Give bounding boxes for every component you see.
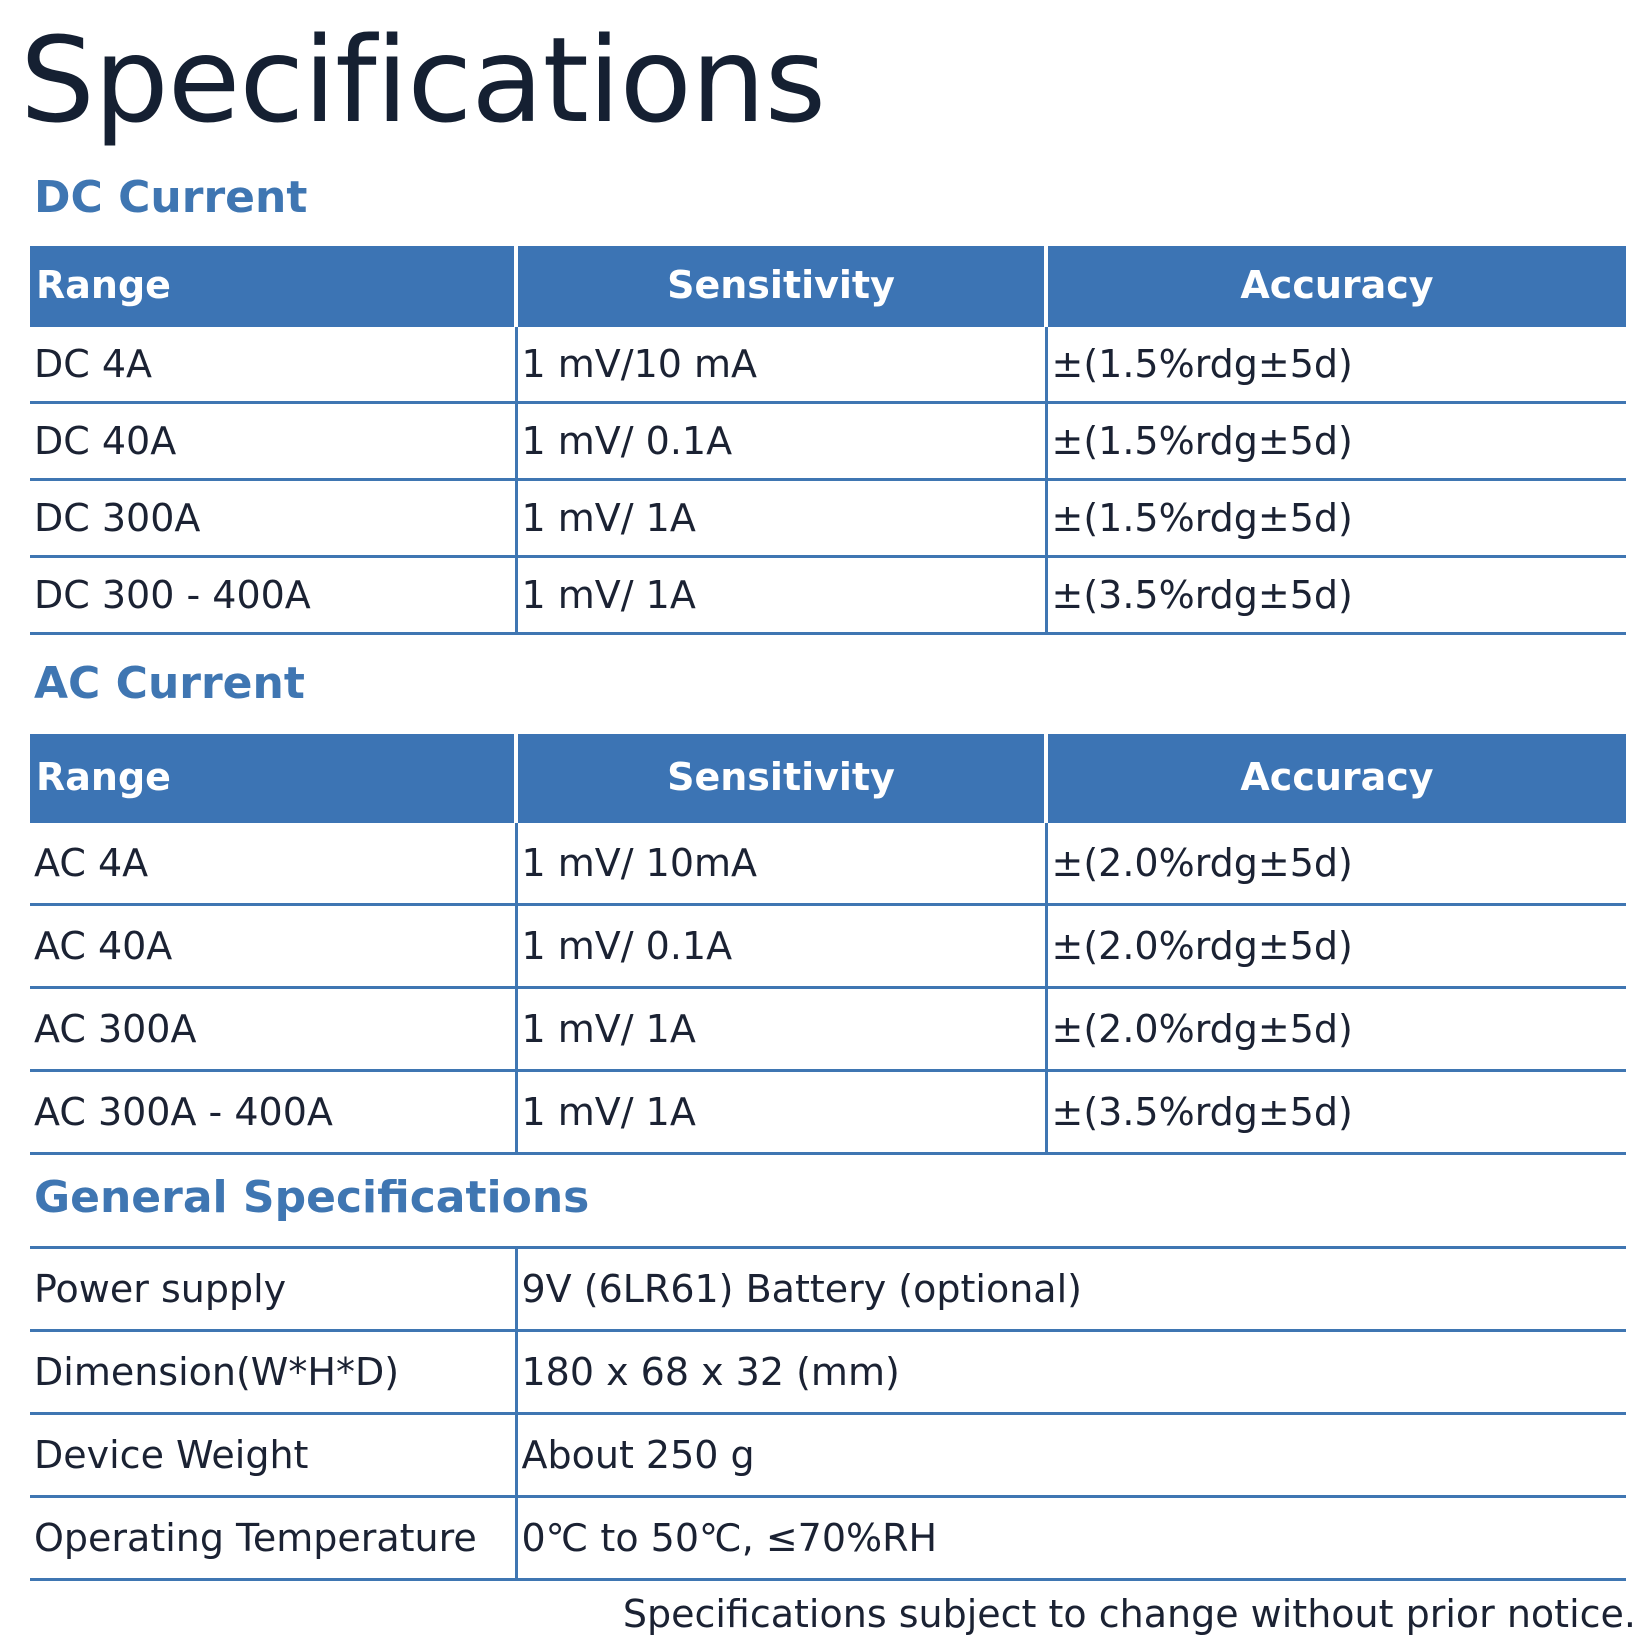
range-cell: DC 40A [30, 402, 516, 481]
table-row: Power supply 9V (6LR61) Battery (optiona… [30, 1247, 1626, 1332]
header-accuracy: Accuracy [1044, 734, 1626, 823]
table-header-row: Range Sensitivity Accuracy [30, 734, 1626, 823]
table-row: DC 300 - 400A 1 mV/ 1A ±(3.5%rdg±5d) [30, 556, 1626, 635]
sensitivity-cell: 1 mV/ 0.1A [514, 904, 1046, 989]
sensitivity-cell: 1 mV/ 1A [514, 479, 1046, 558]
table-row: Dimension(W*H*D) 180 x 68 x 32 (mm) [30, 1330, 1626, 1415]
dc-current-heading: DC Current [34, 172, 308, 223]
header-sensitivity: Sensitivity [514, 734, 1046, 823]
table-row: DC 300A 1 mV/ 1A ±(1.5%rdg±5d) [30, 479, 1626, 558]
header-sensitivity: Sensitivity [514, 246, 1046, 327]
sensitivity-cell: 1 mV/ 1A [514, 556, 1046, 635]
range-cell: AC 4A [30, 821, 516, 906]
sensitivity-cell: 1 mV/10 mA [514, 325, 1046, 404]
table-row: AC 4A 1 mV/ 10mA ±(2.0%rdg±5d) [30, 821, 1626, 906]
accuracy-cell: ±(1.5%rdg±5d) [1044, 325, 1626, 404]
table-row: Device Weight About 250 g [30, 1413, 1626, 1498]
range-cell: DC 4A [30, 325, 516, 404]
sensitivity-cell: 1 mV/ 10mA [514, 821, 1046, 906]
table-row: DC 4A 1 mV/10 mA ±(1.5%rdg±5d) [30, 325, 1626, 404]
ac-current-heading: AC Current [34, 658, 305, 709]
ac-current-table: Range Sensitivity Accuracy AC 4A 1 mV/ 1… [30, 734, 1626, 1155]
table-row: DC 40A 1 mV/ 0.1A ±(1.5%rdg±5d) [30, 402, 1626, 481]
page-title: Specifications [20, 11, 826, 149]
spec-value-cell: 180 x 68 x 32 (mm) [514, 1330, 1626, 1415]
general-specifications-heading: General Specifications [34, 1172, 590, 1223]
spec-label-cell: Dimension(W*H*D) [30, 1330, 516, 1415]
sensitivity-cell: 1 mV/ 1A [514, 1070, 1046, 1155]
table-row: AC 300A - 400A 1 mV/ 1A ±(3.5%rdg±5d) [30, 1070, 1626, 1155]
spec-label-cell: Device Weight [30, 1413, 516, 1498]
spec-value-cell: 9V (6LR61) Battery (optional) [514, 1247, 1626, 1332]
dc-current-table: Range Sensitivity Accuracy DC 4A 1 mV/10… [30, 246, 1626, 635]
accuracy-cell: ±(1.5%rdg±5d) [1044, 479, 1626, 558]
spec-label-cell: Operating Temperature [30, 1496, 516, 1581]
accuracy-cell: ±(2.0%rdg±5d) [1044, 821, 1626, 906]
spec-value-cell: 0℃ to 50℃, ≤70%RH [514, 1496, 1626, 1581]
range-cell: AC 300A - 400A [30, 1070, 516, 1155]
header-accuracy: Accuracy [1044, 246, 1626, 327]
accuracy-cell: ±(3.5%rdg±5d) [1044, 556, 1626, 635]
range-cell: AC 40A [30, 904, 516, 989]
accuracy-cell: ±(1.5%rdg±5d) [1044, 402, 1626, 481]
table-row: AC 300A 1 mV/ 1A ±(2.0%rdg±5d) [30, 987, 1626, 1072]
table-header-row: Range Sensitivity Accuracy [30, 246, 1626, 327]
range-cell: DC 300A [30, 479, 516, 558]
spec-value-cell: About 250 g [514, 1413, 1626, 1498]
range-cell: DC 300 - 400A [30, 556, 516, 635]
sensitivity-cell: 1 mV/ 0.1A [514, 402, 1046, 481]
table-row: AC 40A 1 mV/ 0.1A ±(2.0%rdg±5d) [30, 904, 1626, 989]
accuracy-cell: ±(2.0%rdg±5d) [1044, 904, 1626, 989]
accuracy-cell: ±(2.0%rdg±5d) [1044, 987, 1626, 1072]
footnote: Specifications subject to change without… [622, 1592, 1636, 1636]
spec-label-cell: Power supply [30, 1247, 516, 1332]
sensitivity-cell: 1 mV/ 1A [514, 987, 1046, 1072]
table-row: Operating Temperature 0℃ to 50℃, ≤70%RH [30, 1496, 1626, 1581]
general-specifications-table: Power supply 9V (6LR61) Battery (optiona… [30, 1246, 1626, 1581]
header-range: Range [30, 246, 516, 327]
range-cell: AC 300A [30, 987, 516, 1072]
header-range: Range [30, 734, 516, 823]
accuracy-cell: ±(3.5%rdg±5d) [1044, 1070, 1626, 1155]
